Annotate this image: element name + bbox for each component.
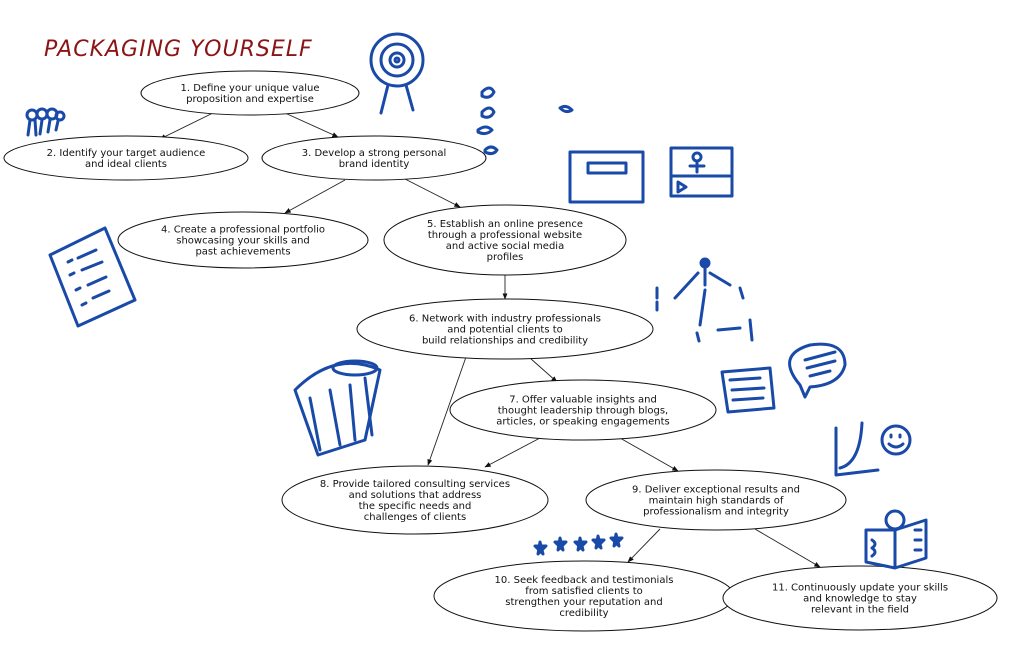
- step-text-line: build relationships and credibility: [422, 336, 588, 347]
- step-text-line: 5. Establish an online presence: [427, 219, 583, 230]
- step-node-4: 4. Create a professional portfolioshowca…: [117, 211, 369, 269]
- step-text-line: 4. Create a professional portfolio: [161, 225, 325, 236]
- step-text-line: and solutions that address: [349, 490, 482, 501]
- checklist-document-icon: [48, 226, 137, 328]
- step-node-8: 8. Provide tailored consulting servicesa…: [281, 465, 549, 535]
- edge-arrow-9-11: [754, 528, 821, 568]
- step-text-line: profiles: [487, 252, 524, 263]
- step-text-line: 6. Network with industry professionals: [409, 314, 601, 325]
- speech-bubble-icon: [788, 342, 847, 399]
- website-window-icon: [568, 150, 645, 204]
- step-text-line: relevant in the field: [811, 605, 909, 616]
- step-text-line: thought leadership through blogs,: [498, 406, 668, 417]
- step-text-line: and active social media: [446, 241, 564, 252]
- target-icon: [369, 32, 425, 115]
- step-text-line: 1. Define your unique value: [181, 83, 320, 94]
- step-node-6: 6. Network with industry professionalsan…: [356, 298, 654, 360]
- step-text-line: 8. Provide tailored consulting services: [320, 479, 510, 490]
- edge-arrow-6-7: [529, 357, 558, 383]
- step-ellipse: [117, 211, 369, 269]
- stars-rating-icon: [533, 532, 624, 556]
- step-text-line: articles, or speaking engagements: [496, 417, 669, 428]
- step-text-line: and potential clients to: [447, 325, 563, 336]
- step-text-line: 7. Offer valuable insights and: [509, 395, 657, 406]
- growth-chart-smiley-icon: [834, 421, 912, 477]
- step-text-line: strengthen your reputation and: [505, 597, 662, 608]
- step-ellipse: [383, 204, 627, 276]
- step-text-line: from satisfied clients to: [525, 586, 643, 597]
- step-ellipse: [281, 465, 549, 535]
- step-ellipse: [585, 469, 847, 531]
- step-text-line: challenges of clients: [364, 512, 466, 523]
- diagram-title: PACKAGING YOURSELF: [44, 37, 313, 62]
- links-icon: [476, 86, 574, 156]
- step-text-line: 3. Develop a strong personal: [302, 148, 447, 159]
- edge-arrow-9-10: [627, 528, 661, 563]
- step-text-line: proposition and expertise: [186, 94, 314, 105]
- step-text-line: maintain high standards of: [649, 496, 784, 507]
- step-ellipse: [356, 298, 654, 360]
- step-node-9: 9. Deliver exceptional results andmainta…: [585, 469, 847, 531]
- step-text-line: professionalism and integrity: [643, 507, 789, 518]
- step-ellipse: [722, 565, 998, 631]
- step-text-line: credibility: [559, 608, 608, 619]
- step-text-line: 10. Seek feedback and testimonials: [495, 575, 674, 586]
- step-text-line: 2. Identify your target audience: [47, 148, 206, 159]
- edge-arrow-1-3: [284, 112, 339, 138]
- step-text-line: past achievements: [195, 247, 290, 258]
- step-text-line: through a professional website: [428, 230, 582, 241]
- step-text-line: and knowledge to stay: [803, 594, 917, 605]
- step-ellipse: [140, 70, 360, 116]
- network-people-icon: [655, 257, 754, 343]
- edge-arrow-3-4: [284, 179, 346, 214]
- edge-arrow-3-5: [404, 178, 461, 208]
- document-icon: [720, 366, 776, 414]
- step-text-line: and ideal clients: [85, 159, 167, 170]
- step-text-line: showcasing your skills and: [176, 236, 310, 247]
- step-ellipse: [449, 379, 717, 441]
- edge-arrow-6-8: [427, 356, 467, 466]
- gift-box-icon: [293, 359, 382, 457]
- reading-book-icon: [864, 509, 928, 570]
- step-text-line: 11. Continuously update your skills: [772, 583, 948, 594]
- video-player-icon: [669, 146, 734, 198]
- edge-arrow-7-9: [619, 437, 679, 472]
- step-text-line: 9. Deliver exceptional results and: [632, 485, 800, 496]
- step-ellipse: [3, 135, 249, 181]
- people-group-icon: [25, 107, 66, 137]
- step-text-line: the specific needs and: [359, 501, 472, 512]
- step-text-line: brand identity: [339, 159, 410, 170]
- step-ellipse: [261, 135, 487, 181]
- edge-arrow-7-8: [484, 437, 541, 468]
- edge-arrow-1-2: [159, 111, 216, 140]
